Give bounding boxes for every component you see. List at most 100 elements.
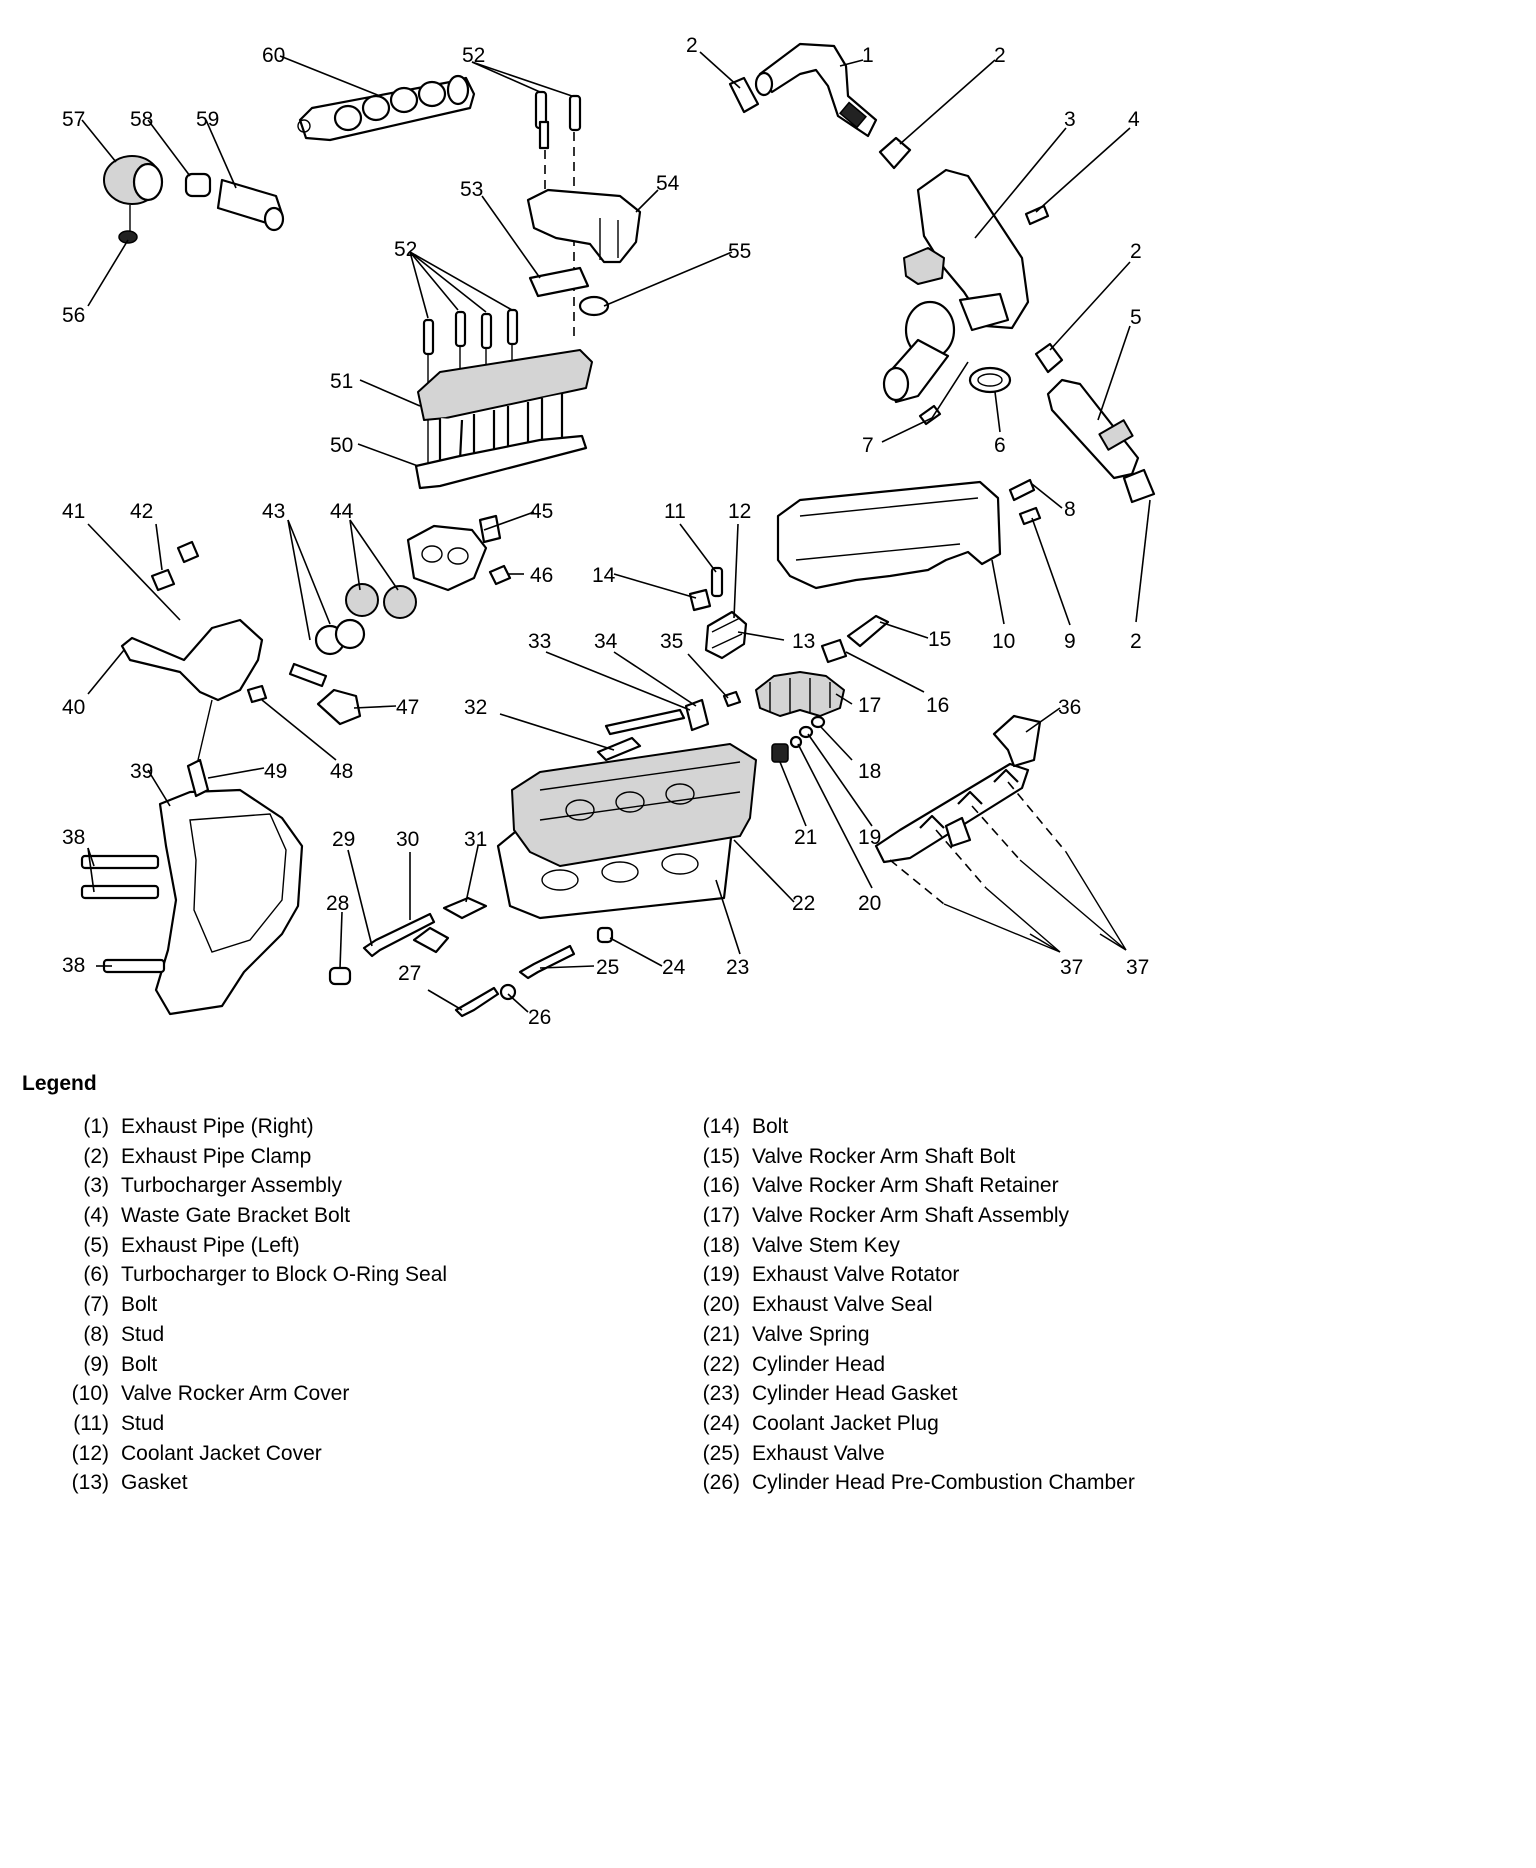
callout-23: 23 [726,956,749,979]
legend-number: (16) [702,1174,740,1198]
waste-gate-bolt-part [1024,204,1050,226]
callout-15: 15 [928,628,951,651]
callout-6: 6 [994,434,1006,457]
legend-item: (1)Exhaust Pipe (Right) [50,1112,447,1142]
legend-number: (23) [702,1382,740,1406]
legend-number: (11) [73,1411,109,1435]
exhaust-pipe-left-part [1046,378,1140,480]
legend-item: (13)Gasket [50,1468,447,1498]
callout-13: 13 [792,630,815,653]
callout-22: 22 [792,892,815,915]
exhaust-manifold-part [297,74,476,142]
valve-small-parts [328,896,614,1018]
legend-item: (6) Turbocharger to Block O-Ring Seal [50,1260,447,1290]
callout-1: 1 [862,44,874,67]
legend-label: Cylinder Head Gasket [752,1382,958,1406]
thermostat-housing-part [120,514,512,798]
legend-number: (3) [83,1174,109,1198]
callout-26: 26 [528,1006,551,1029]
callout-11: 11 [664,500,686,523]
callout-5: 5 [1130,306,1142,329]
legend-column-right: (14)Bolt (15)Valve Rocker Arm Shaft Bolt… [681,1112,1135,1498]
callout-7: 7 [862,434,874,457]
legend-item: (24) Coolant Jacket Plug [681,1409,1135,1439]
callout-57: 57 [62,108,85,131]
callout-20: 20 [858,892,881,915]
legend-label: Valve Rocker Arm Shaft Retainer [752,1174,1059,1198]
callout-35: 35 [660,630,683,653]
legend-item: (12)Coolant Jacket Cover [50,1439,447,1469]
callout-40: 40 [62,696,85,719]
callout-27: 27 [398,962,421,985]
callout-30: 30 [396,828,419,851]
housing-part [526,188,642,264]
coolant-jacket-cover-part [688,566,748,660]
legend-label: Turbocharger to Block O-Ring Seal [121,1263,448,1287]
legend-item: (17)Valve Rocker Arm Shaft Assembly [681,1201,1135,1231]
legend-item: (2)Exhaust Pipe Clamp [50,1142,447,1172]
callout-16: 16 [926,694,949,717]
callout-10: 10 [992,630,1015,653]
callout-24: 24 [662,956,686,979]
legend-label: Exhaust Valve [752,1441,885,1465]
legend-item: (15)Valve Rocker Arm Shaft Bolt [681,1142,1135,1172]
legend-number: (6) [83,1263,109,1287]
legend-number: (5) [83,1233,109,1257]
callout-33: 33 [528,630,551,653]
callout-55: 55 [728,240,751,263]
leader-lines [81,51,1151,1013]
callout-2: 2 [1130,630,1142,653]
callout-14: 14 [592,564,616,587]
legend-number: (9) [83,1352,109,1376]
legend-number: (26) [702,1471,740,1495]
legend-label: Coolant Jacket Plug [752,1411,939,1435]
legend-number: (8) [83,1322,109,1346]
valve-spring-part [771,715,826,763]
callout-48: 48 [330,760,353,783]
legend-item: (3) Turbocharger Assembly [50,1171,447,1201]
legend-item: (16) Valve Rocker Arm Shaft Retainer [681,1171,1135,1201]
callout-54: 54 [656,172,680,195]
gasket-seal-part [528,266,610,317]
legend-number: (20) [702,1293,740,1317]
legend-number: (1) [83,1115,109,1138]
legend-number: (18) [702,1233,740,1257]
callout-38: 38 [62,826,85,849]
callout-45: 45 [530,500,553,523]
legend-label: Stud [121,1322,165,1346]
legend-column-left: (1)Exhaust Pipe (Right) (2)Exhaust Pipe … [50,1112,447,1498]
legend-number: (7) [83,1293,109,1317]
legend-title: Legend [22,1072,97,1095]
callout-2: 2 [686,34,698,57]
callout-12: 12 [728,500,751,523]
legend-item: (5) Exhaust Pipe (Left) [50,1231,447,1261]
callout-49: 49 [264,760,287,783]
exhaust-manifold-right-part [874,714,1127,953]
legend-number: (2) [83,1144,109,1168]
callout-60: 60 [262,44,285,67]
legend-number: (22) [702,1352,740,1376]
callout-29: 29 [332,828,355,851]
legend-item: (9)Bolt [50,1350,447,1380]
callout-18: 18 [858,760,881,783]
legend-number: (24) [702,1411,740,1435]
legend-label: Cylinder Head Pre-Combustion Chamber [752,1471,1135,1495]
legend-item: (20)Exhaust Valve Seal [681,1290,1135,1320]
legend-item: (19)Exhaust Valve Rotator [681,1260,1135,1290]
legend-label: Exhaust Pipe (Left) [121,1233,300,1257]
legend-label: Turbocharger Assembly [121,1174,342,1198]
head-bolts-part [596,690,742,762]
legend-item: (23) Cylinder Head Gasket [681,1379,1135,1409]
callout-37: 37 [1126,956,1149,979]
cylinder-head-part [496,743,757,920]
exhaust-pipe-right-part [754,42,878,138]
legend-label: Valve Rocker Arm Shaft Bolt [752,1144,1016,1168]
legend-item: (8) Stud [50,1320,447,1350]
callout-46: 46 [530,564,553,587]
legend-label: Bolt [121,1293,158,1317]
exploded-parts-diagram: 1 2 2 2 2 3 4 5 6 7 8 9 10 11 12 13 14 1… [62,34,1156,1029]
legend-number: (21) [702,1322,740,1346]
callout-28: 28 [326,892,349,915]
callout-44: 44 [330,500,354,523]
callout-51: 51 [330,370,353,393]
